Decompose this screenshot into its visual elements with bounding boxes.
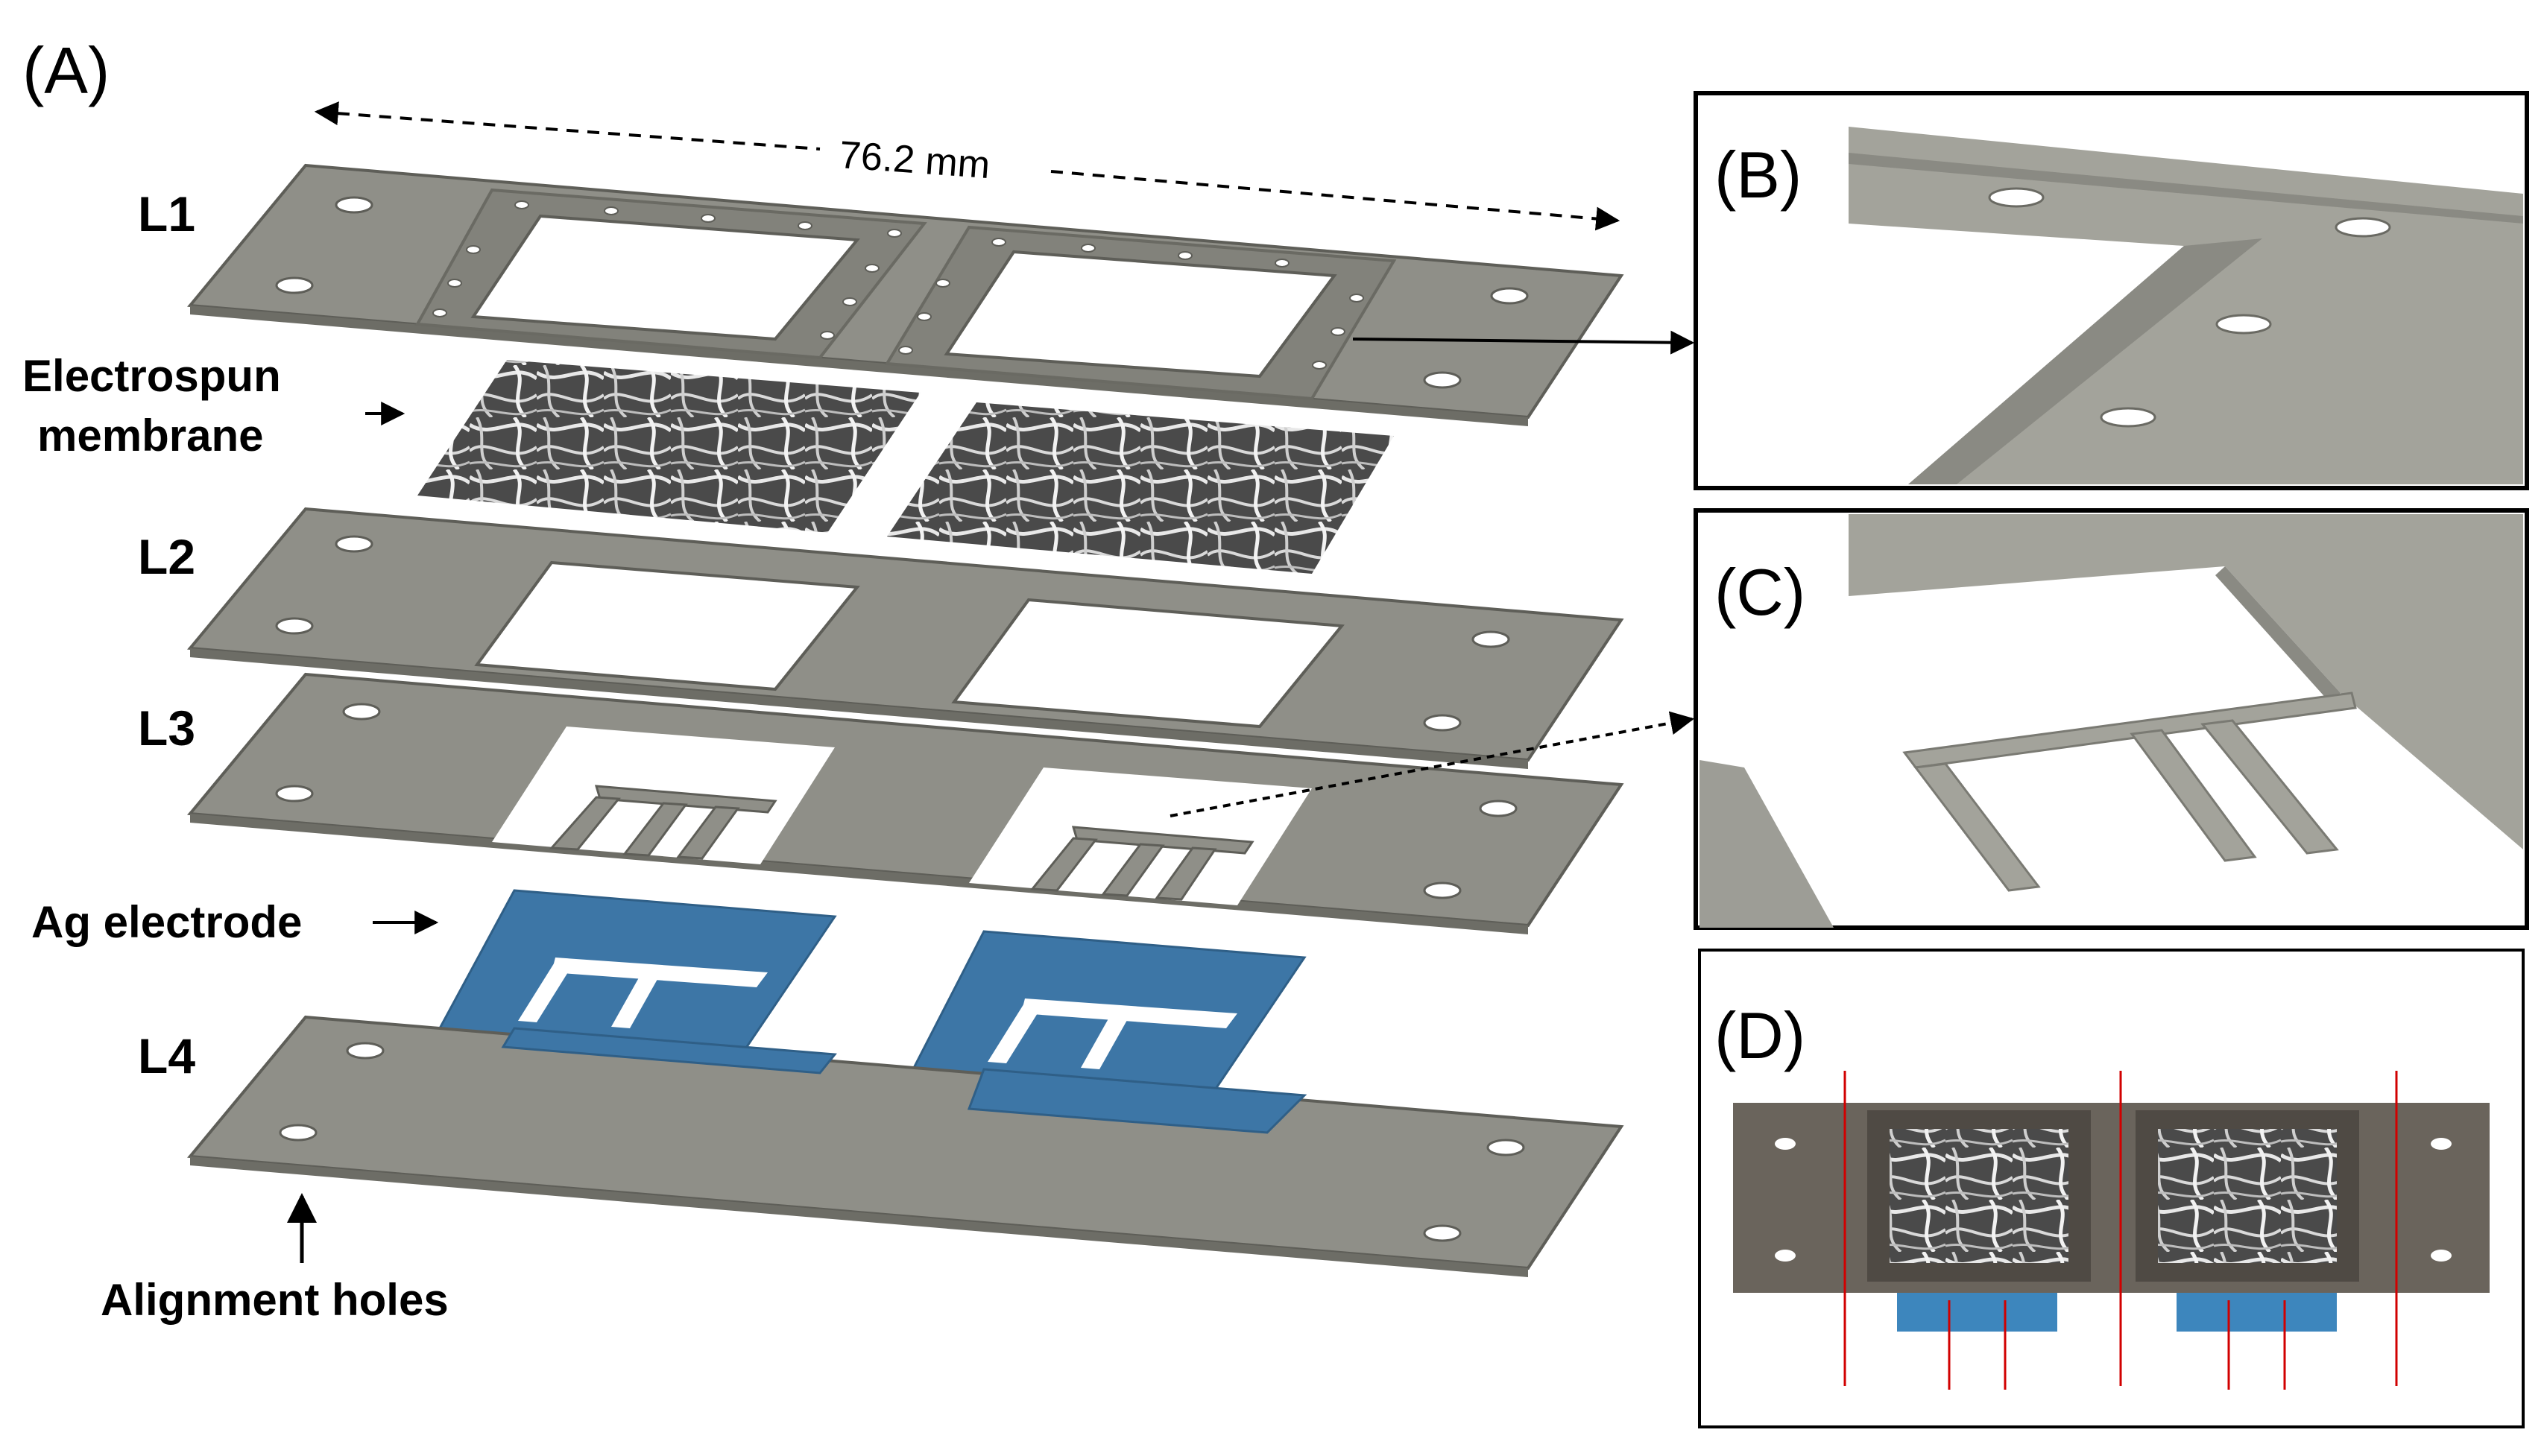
layer-l4-plate: [187, 1015, 1624, 1277]
layer-l1-label: L1: [138, 186, 195, 241]
panel-b-inset: (B): [1694, 91, 2529, 490]
panel-a-label: (A): [22, 34, 110, 107]
layer-l2-plate: [187, 507, 1624, 769]
panel-c-inset: (C): [1694, 508, 2529, 930]
holes-callout: Alignment holes: [101, 1275, 449, 1325]
panel-b-label: (B): [1714, 138, 1802, 212]
panel-c-label: (C): [1714, 555, 1805, 629]
electrode-callout: Ag electrode: [31, 897, 302, 947]
layer-l2-label: L2: [138, 529, 195, 584]
panel-d-label: (D): [1714, 998, 1805, 1072]
layer-l1-plate: [187, 163, 1624, 426]
membrane-callout-line2: membrane: [37, 411, 263, 460]
layer-l3-label: L3: [138, 700, 195, 756]
leader-to-b: [1352, 330, 1695, 355]
dimension-label: 76.2 mm: [838, 133, 991, 187]
electrospun-membranes: [417, 360, 1394, 574]
layer-l3-plate: [187, 672, 1624, 934]
ag-electrodes: [438, 889, 1307, 1097]
panel-d-inset: (D): [1698, 949, 2525, 1428]
dimension-line: 76.2 mm: [314, 101, 1620, 231]
layer-l4-label: L4: [138, 1028, 195, 1083]
membrane-callout-line1: Electrospun: [22, 351, 281, 401]
